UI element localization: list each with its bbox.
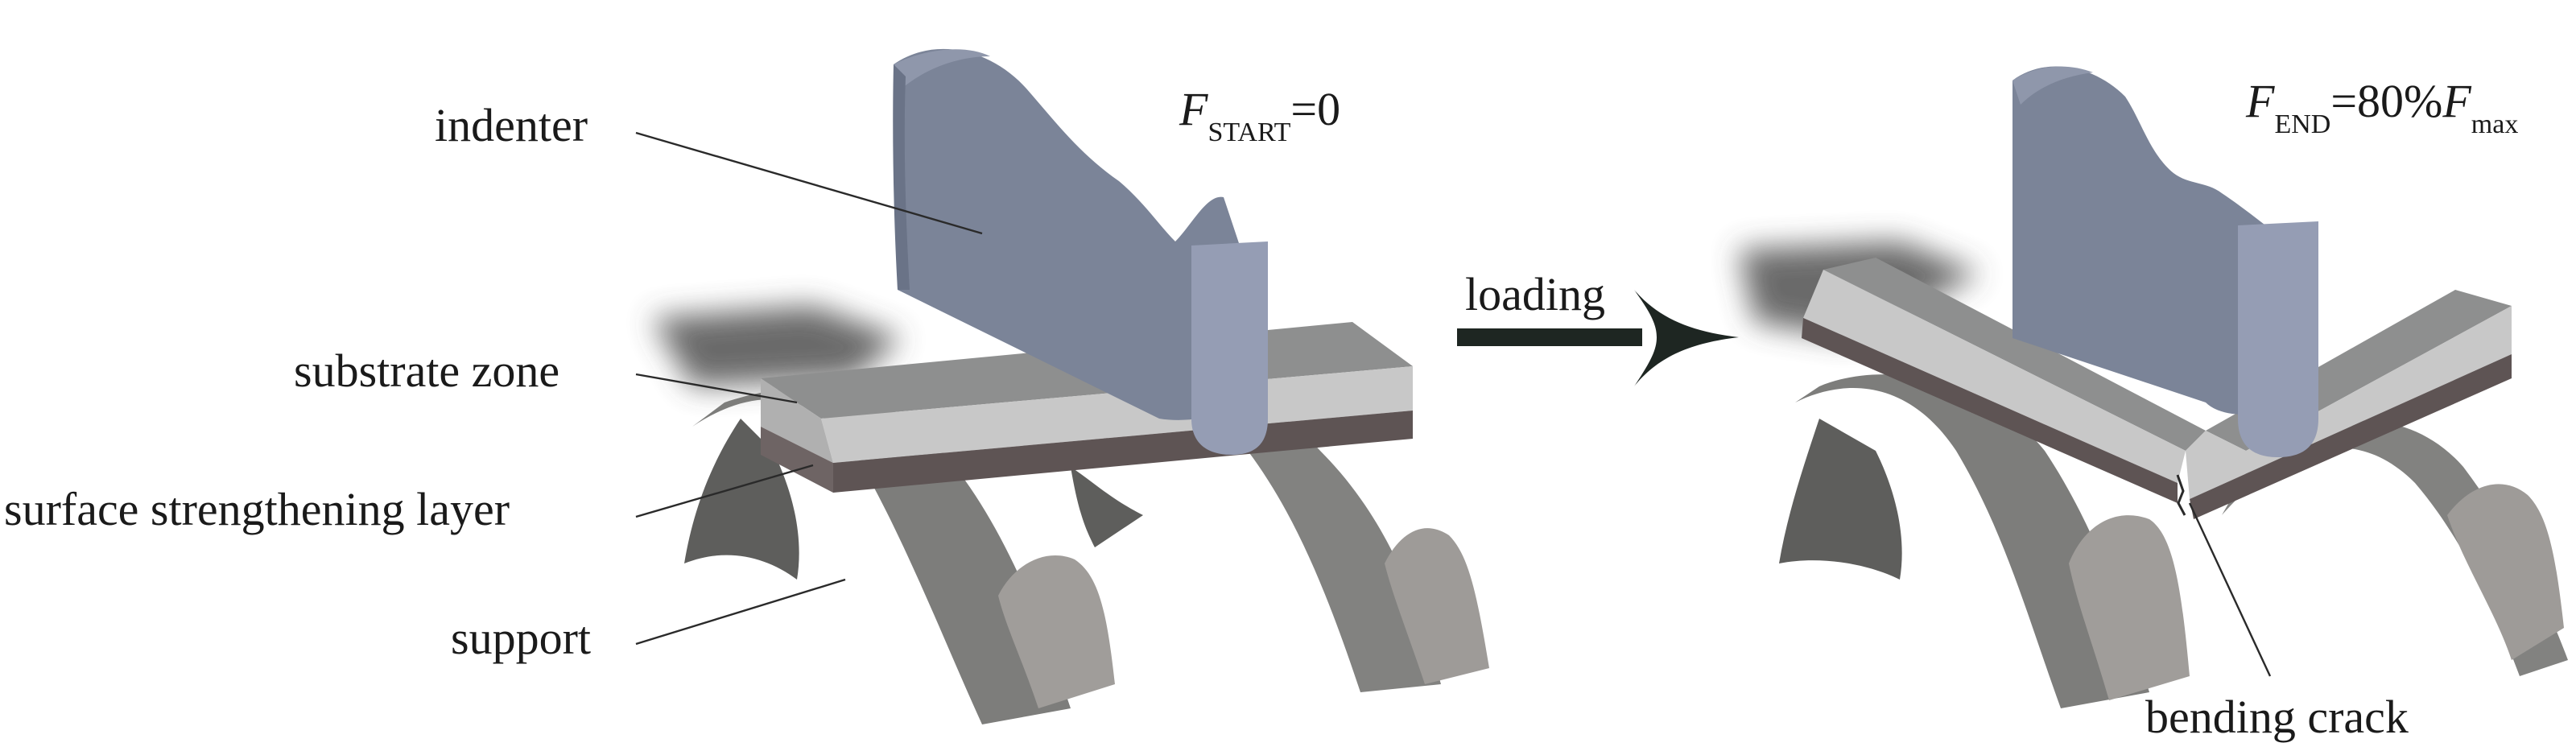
loading-arrow xyxy=(1457,290,1739,386)
bending-crack-leader xyxy=(2188,502,2272,677)
support-label: support xyxy=(451,612,591,664)
left-indenter-side xyxy=(894,48,1244,420)
force-end-subscript: END xyxy=(2274,109,2330,139)
support-back-right xyxy=(2222,420,2568,676)
left-sample-shadow xyxy=(652,306,902,386)
support-leader xyxy=(635,578,846,646)
bending-crack-label: bending crack xyxy=(2145,691,2409,743)
right-indenter xyxy=(2013,66,2318,457)
force-start-label: FSTART=0 xyxy=(1179,83,1340,147)
right-sample-left-half xyxy=(1802,258,2206,503)
force-end-value: =80% xyxy=(2330,75,2442,127)
force-max-symbol: F xyxy=(2442,75,2471,127)
force-end-symbol: F xyxy=(2245,75,2275,127)
bending-crack-mark xyxy=(2176,474,2186,516)
force-max-subscript: max xyxy=(2471,109,2519,139)
left-assembly xyxy=(652,48,1489,724)
left-indenter xyxy=(893,48,1268,455)
force-start-subscript: START xyxy=(1208,118,1290,147)
substrate-zone-leader xyxy=(635,373,798,404)
indenter-leader xyxy=(635,131,983,235)
indenter-label: indenter xyxy=(435,99,588,151)
left-indenter-tip xyxy=(1191,241,1268,455)
surface-layer-leader xyxy=(635,464,814,518)
surface-layer-label: surface strengthening layer xyxy=(4,483,510,535)
left-indenter-top xyxy=(894,49,990,89)
right-assembly xyxy=(1739,66,2568,708)
loading-label: loading xyxy=(1465,268,1605,320)
support-front-right xyxy=(1779,374,2190,708)
force-end-label: FEND=80%Fmax xyxy=(2245,75,2518,139)
substrate-zone-label: substrate zone xyxy=(294,345,559,397)
force-start-value: =0 xyxy=(1290,83,1340,135)
support-back xyxy=(1071,391,1489,692)
force-start-symbol: F xyxy=(1179,83,1208,135)
left-surface-layer xyxy=(833,411,1413,493)
